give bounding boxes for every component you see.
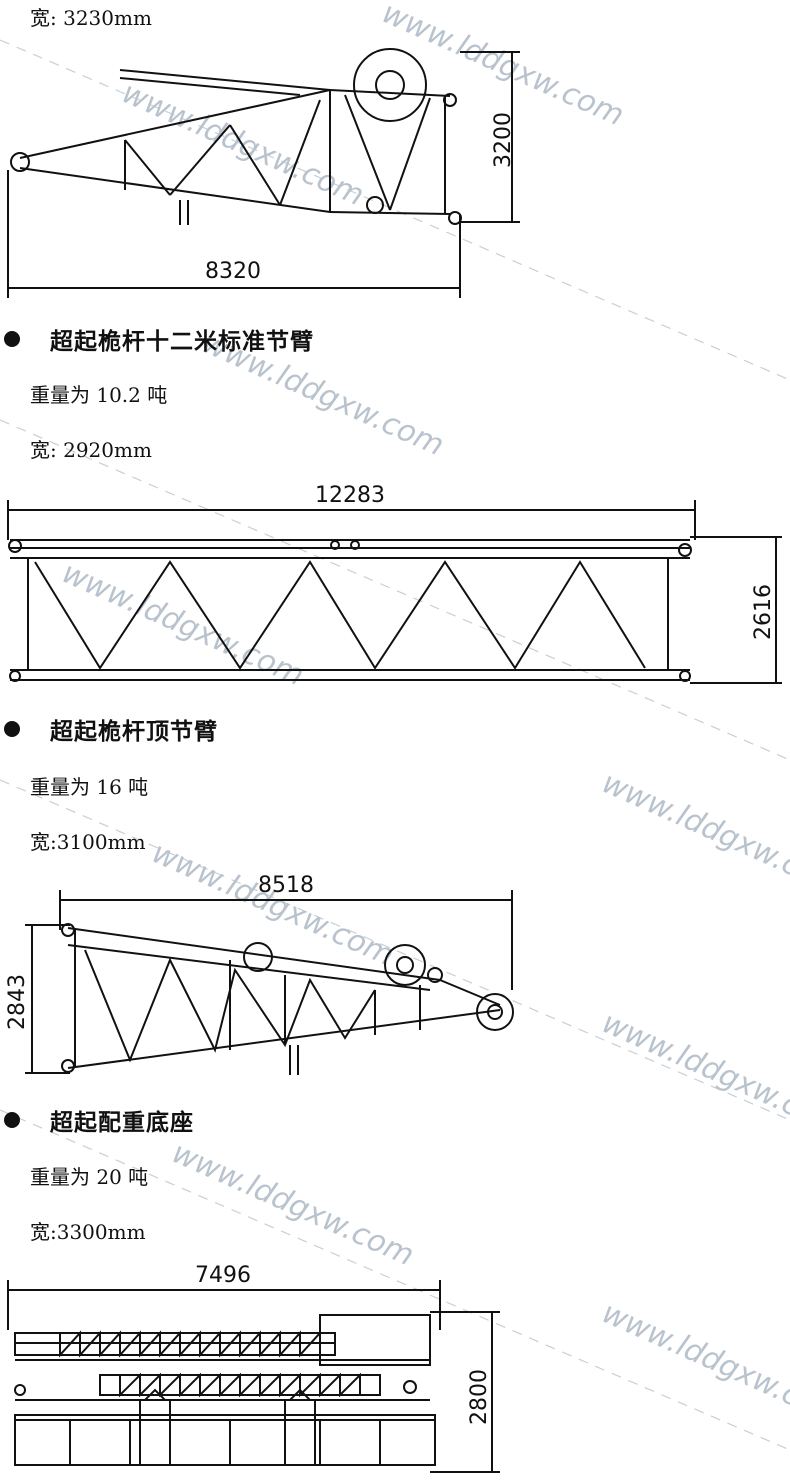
- width-spec: 宽: 3230mm: [30, 6, 152, 30]
- dimension-length: 8320: [205, 259, 261, 284]
- weight-spec: 重量为 20 吨: [30, 1165, 149, 1189]
- bullet-icon: [4, 331, 20, 347]
- dimension-height: 2616: [751, 584, 776, 640]
- dimension-height: 3200: [491, 112, 516, 168]
- width-spec: 宽: 2920mm: [30, 438, 152, 462]
- weight-spec: 重量为 16 吨: [30, 775, 149, 799]
- dimension-height: 2843: [5, 974, 30, 1030]
- section-title: 超起配重底座: [50, 1109, 194, 1136]
- dimension-length: 12283: [315, 483, 385, 508]
- dimension-height: 2800: [467, 1369, 492, 1425]
- dimension-length: 8518: [258, 873, 314, 898]
- section-title: 超起桅杆顶节臂: [50, 718, 218, 745]
- dimension-length: 7496: [195, 1263, 251, 1288]
- bullet-icon: [4, 1112, 20, 1128]
- section-title: 超起桅杆十二米标准节臂: [50, 328, 314, 355]
- weight-spec: 重量为 10.2 吨: [30, 383, 168, 407]
- bullet-icon: [4, 721, 20, 737]
- width-spec: 宽:3300mm: [30, 1220, 146, 1244]
- width-spec: 宽:3100mm: [30, 830, 146, 854]
